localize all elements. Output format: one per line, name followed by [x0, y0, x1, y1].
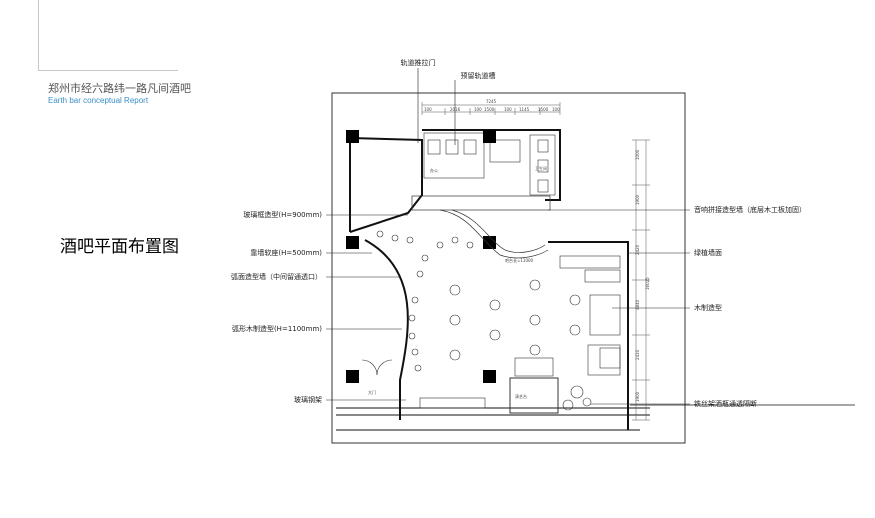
seating-tables — [376, 230, 581, 372]
wire-rack-drums — [562, 385, 592, 411]
label-reserved-track: 预留轨道槽 — [461, 71, 496, 80]
top-seg-2: 2016 — [450, 107, 461, 112]
top-seg-4: 1500 — [484, 107, 495, 112]
stage — [509, 377, 559, 414]
label-arc-wood: 弧形木制造型(H=1100mm) — [232, 324, 322, 333]
top-seg-7: 1500 — [538, 107, 549, 112]
label-wood-form: 木制造型 — [694, 303, 722, 312]
bar-counter-label: 吧台长=11000 — [505, 257, 534, 263]
stage-label: 演艺台 — [515, 393, 527, 399]
right-seg-2: 1900 — [635, 194, 640, 205]
top-dimension-chain — [421, 102, 561, 115]
toilet-block — [423, 132, 556, 196]
right-booths — [559, 255, 621, 376]
frame-horizontal-line — [38, 70, 178, 71]
outer-boundary — [331, 92, 686, 444]
label-sliding-door: 轨道推拉门 — [401, 58, 436, 67]
label-green-wall: 绿植墙面 — [694, 248, 722, 257]
top-seg-8: 100 — [552, 107, 560, 112]
right-total-dim: 16025 — [645, 277, 650, 290]
right-seg-4: 4840 — [635, 299, 640, 310]
entrance-door — [361, 359, 393, 376]
project-title-cn: 郑州市经六路纬一路凡间酒吧 — [48, 82, 191, 95]
leader-lines — [326, 68, 690, 405]
columns — [346, 130, 496, 383]
right-dimension-chain — [632, 139, 650, 421]
walls — [336, 129, 855, 431]
bench — [419, 397, 486, 409]
label-glass-shelf: 玻璃钢架 — [294, 395, 322, 404]
top-total-dim: 7245 — [486, 99, 497, 104]
top-seg-1: 100 — [424, 107, 432, 112]
top-seg-6: 1145 — [519, 107, 530, 112]
frame-vertical-line — [38, 0, 39, 70]
top-seg-5: 100 — [504, 107, 512, 112]
right-seg-1: 1000 — [635, 149, 640, 160]
top-seg-3: 100 — [474, 107, 482, 112]
door-label: 大门 — [368, 389, 376, 395]
project-title-en: Earth bar conceptual Report — [48, 96, 149, 105]
label-wall-sofa: 靠墙软座(H=500mm) — [250, 248, 322, 257]
office-label: 办公 — [430, 167, 438, 173]
label-wire-rack: 铁丝架酒瓶通透隔断 — [694, 399, 757, 408]
stage-steps — [514, 357, 554, 377]
drawing-title: 酒吧平面布置图 — [60, 237, 179, 257]
label-glass-frame: 玻璃框造型(H=900mm) — [243, 210, 322, 219]
right-seg-5: 2410 — [635, 349, 640, 360]
bar-counter — [411, 195, 551, 259]
toilet-label: 卫生间 — [535, 165, 547, 171]
right-seg-6: 1900 — [635, 391, 640, 402]
label-arc-wall: 弧面造型墙（中间留通透口） — [231, 272, 322, 281]
label-speaker-wall: 音响拼接造型墙（底层木工板加固） — [694, 205, 806, 214]
right-seg-3: 2420 — [635, 244, 640, 255]
